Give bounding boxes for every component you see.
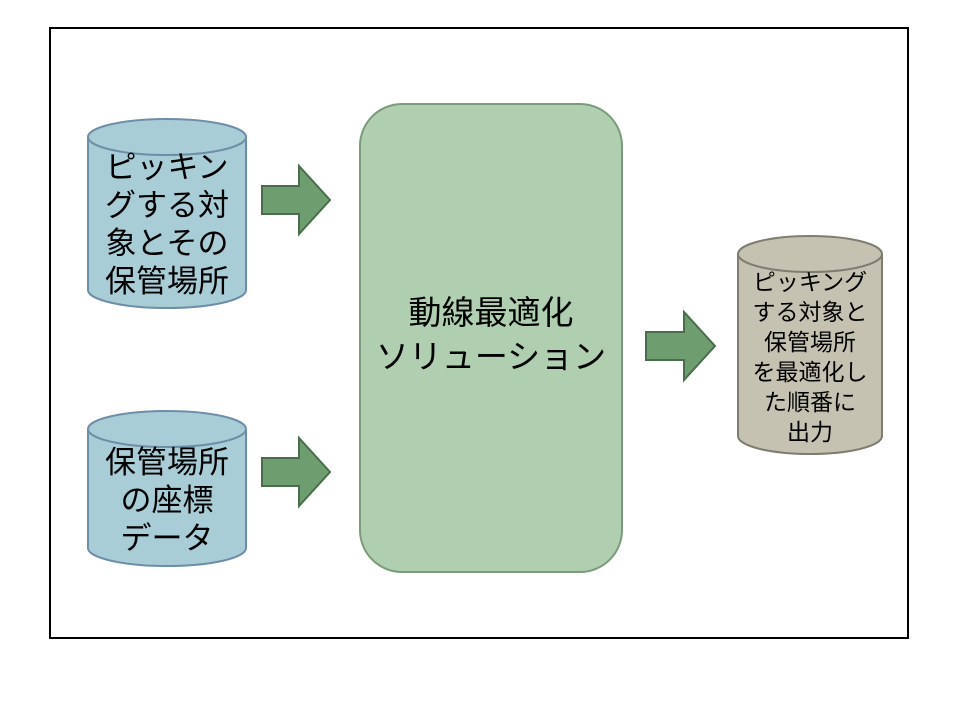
- arrow-input2-to-process: [261, 435, 332, 509]
- process-box: [359, 103, 623, 573]
- input-label-line: グする対: [105, 188, 229, 224]
- input-label-line: データ: [120, 521, 214, 557]
- output-label-line: を最適化し: [752, 360, 868, 386]
- input-label-line: ピッキン: [105, 150, 229, 186]
- output-cylinder: [737, 235, 883, 455]
- input-label-line: 保管場所: [105, 264, 229, 300]
- output-label-line: 保管場所: [764, 330, 856, 356]
- input-cylinder-picking-targets: [87, 118, 247, 309]
- arrow-process-to-output: [645, 309, 717, 383]
- output-label-line: 出力: [787, 420, 833, 446]
- output-label-line: た順番に: [764, 390, 856, 416]
- output-label-line: ピッキング: [752, 270, 868, 296]
- input-label-location-coordinates: 保管場所 の座標 データ: [92, 445, 242, 557]
- output-label: ピッキング する対象と 保管場所 を最適化し た順番に 出力: [738, 262, 882, 454]
- input-label-line: の座標: [120, 483, 214, 519]
- process-label: 動線最適化 ソリューション: [360, 290, 622, 380]
- process-label-line: 動線最適化: [408, 293, 574, 332]
- arrow-input1-to-process: [261, 163, 332, 237]
- process-label-line: ソリューション: [375, 337, 607, 376]
- input-label-picking-targets: ピッキン グする対 象とその 保管場所: [92, 150, 242, 300]
- output-label-line: する対象と: [752, 300, 868, 326]
- diagram-frame: [49, 27, 909, 639]
- input-cylinder-location-coordinates: [87, 410, 247, 567]
- input-label-line: 象とその: [105, 226, 229, 262]
- input-label-line: 保管場所: [105, 445, 229, 481]
